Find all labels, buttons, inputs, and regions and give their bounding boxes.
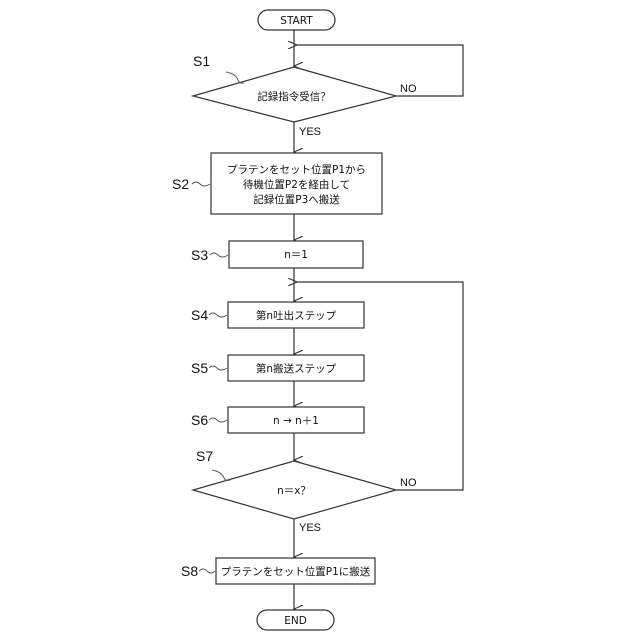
s3-text: n＝1: [284, 249, 308, 261]
end-terminal: END: [257, 610, 334, 630]
process-s8: プラテンをセット位置P1に搬送: [216, 558, 375, 584]
s2-step-label: S2: [172, 176, 189, 192]
process-s5: 第n搬送ステップ: [228, 355, 364, 381]
s8-text: プラテンをセット位置P1に搬送: [221, 565, 371, 578]
s4-text: 第n吐出ステップ: [256, 309, 337, 322]
s1-yes-label: YES: [299, 126, 321, 138]
s5-leader: [209, 366, 227, 370]
s1-text: 記録指令受信？: [257, 90, 331, 103]
s7-leader: [212, 470, 230, 481]
process-s3: n＝1: [229, 241, 363, 268]
s6-step-label: S6: [191, 412, 208, 428]
s7-step-label: S7: [196, 448, 213, 464]
process-s4: 第n吐出ステップ: [228, 302, 364, 328]
process-s2: プラテンをセット位置P1から 待機位置P2を経由して 記録位置P3へ搬送: [211, 153, 382, 214]
end-label: END: [284, 615, 307, 627]
s1-step-label: S1: [193, 53, 210, 69]
s2-line-1: プラテンをセット位置P1から: [227, 163, 366, 176]
s7-no-label: NO: [400, 477, 417, 489]
s6-leader: [209, 418, 227, 422]
start-label: START: [280, 15, 313, 27]
s2-leader: [192, 182, 210, 186]
process-s6: n → n＋1: [228, 407, 364, 433]
s5-step-label: S5: [191, 360, 208, 376]
s6-text: n → n＋1: [273, 415, 319, 427]
s2-line-3: 記録位置P3へ搬送: [253, 193, 340, 206]
decision-s7: n＝x？: [193, 461, 396, 519]
start-terminal: START: [258, 10, 335, 30]
s4-step-label: S4: [191, 307, 208, 323]
s8-step-label: S8: [181, 563, 198, 579]
s5-text: 第n搬送ステップ: [256, 362, 337, 375]
s2-line-2: 待機位置P2を経由して: [243, 178, 350, 191]
s1-no-label: NO: [400, 83, 417, 95]
decision-s1: 記録指令受信？: [193, 67, 396, 122]
s7-yes-label: YES: [299, 522, 321, 534]
s4-leader: [209, 313, 227, 317]
s7-text: n＝x？: [277, 485, 311, 497]
s3-leader: [210, 253, 228, 257]
s3-step-label: S3: [191, 247, 208, 263]
s8-leader: [199, 569, 215, 573]
